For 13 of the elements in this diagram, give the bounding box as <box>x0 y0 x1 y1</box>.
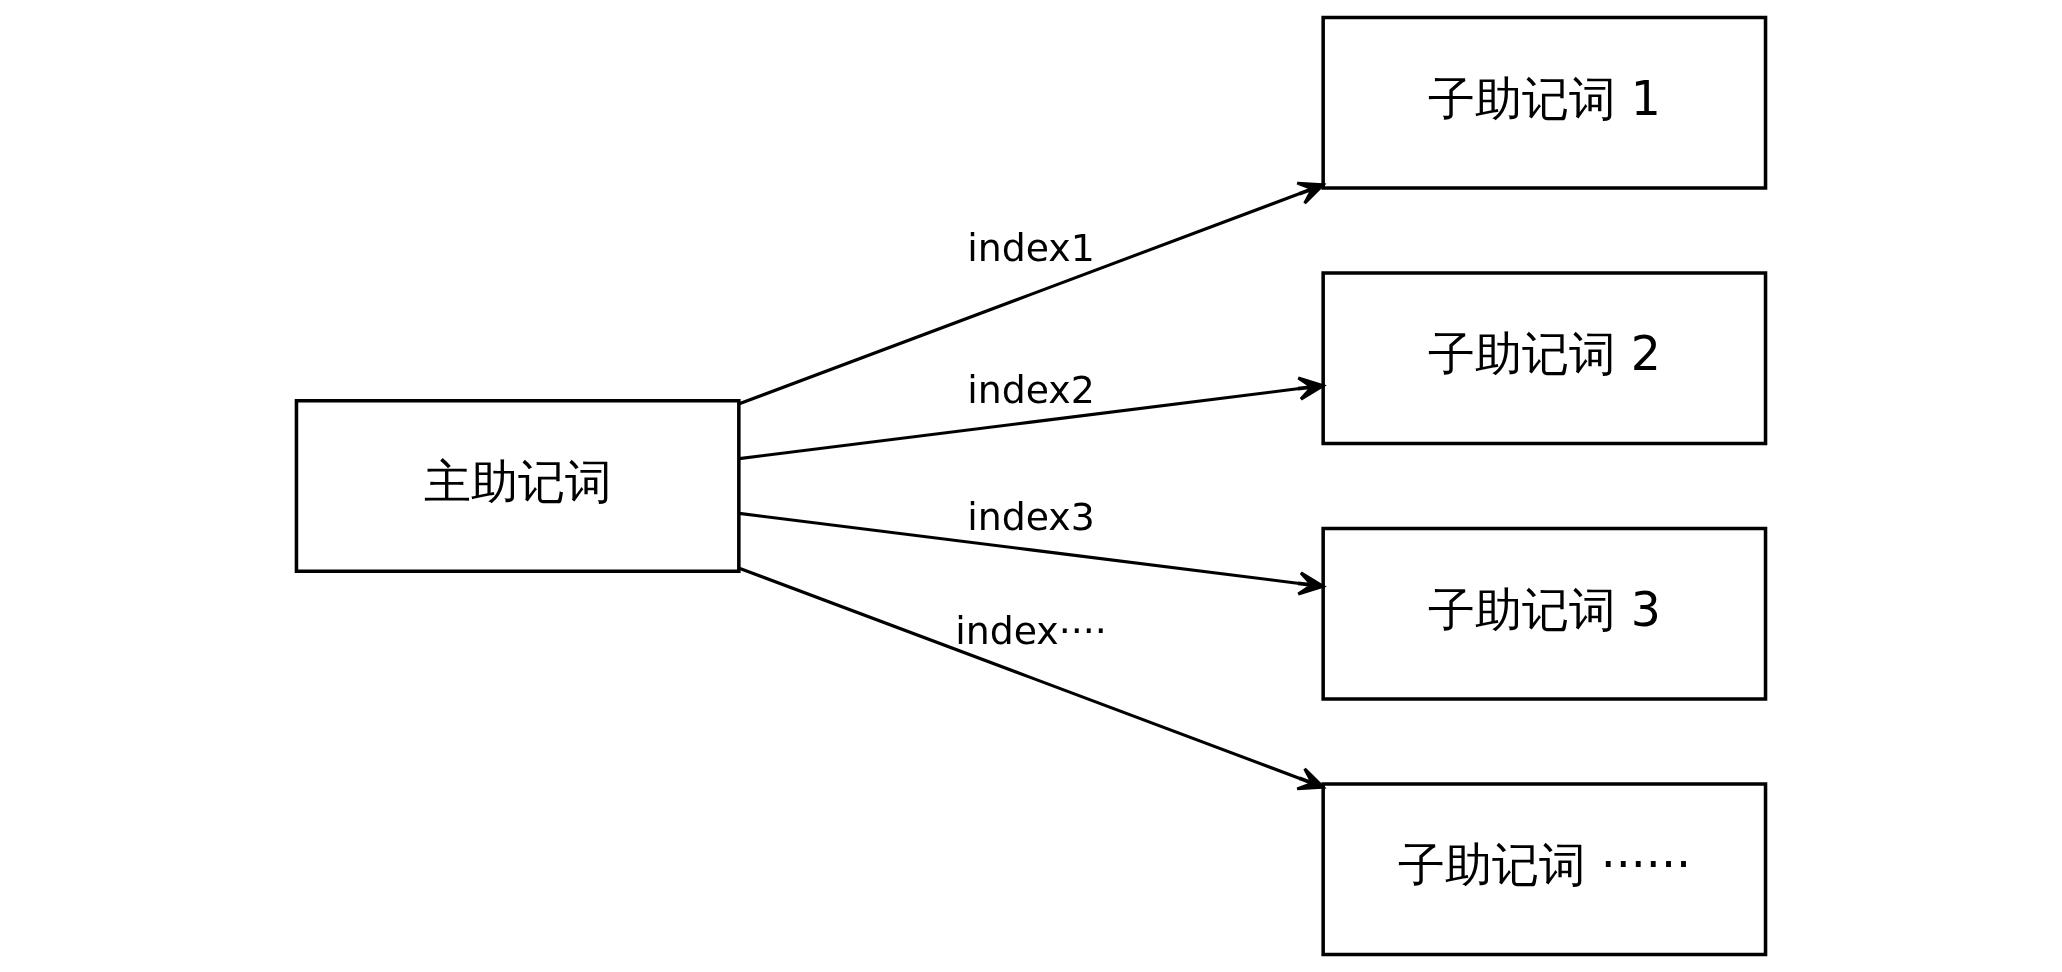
node-box: 子助记词 3 <box>1321 526 1768 701</box>
edge-label: index3 <box>967 495 1095 540</box>
node-box: 子助记词 ······ <box>1321 782 1768 957</box>
node-box: 子助记词 1 <box>1321 15 1768 190</box>
node-box: 主助记词 <box>294 399 741 573</box>
arrow <box>739 511 1325 596</box>
arrow <box>738 181 1325 406</box>
edge-label: index···· <box>955 609 1107 654</box>
edge-label: index2 <box>967 367 1095 412</box>
arrow <box>739 376 1325 461</box>
node-box: 子助记词 2 <box>1321 271 1768 446</box>
edge-label: index1 <box>967 225 1095 270</box>
arrow <box>738 566 1325 791</box>
